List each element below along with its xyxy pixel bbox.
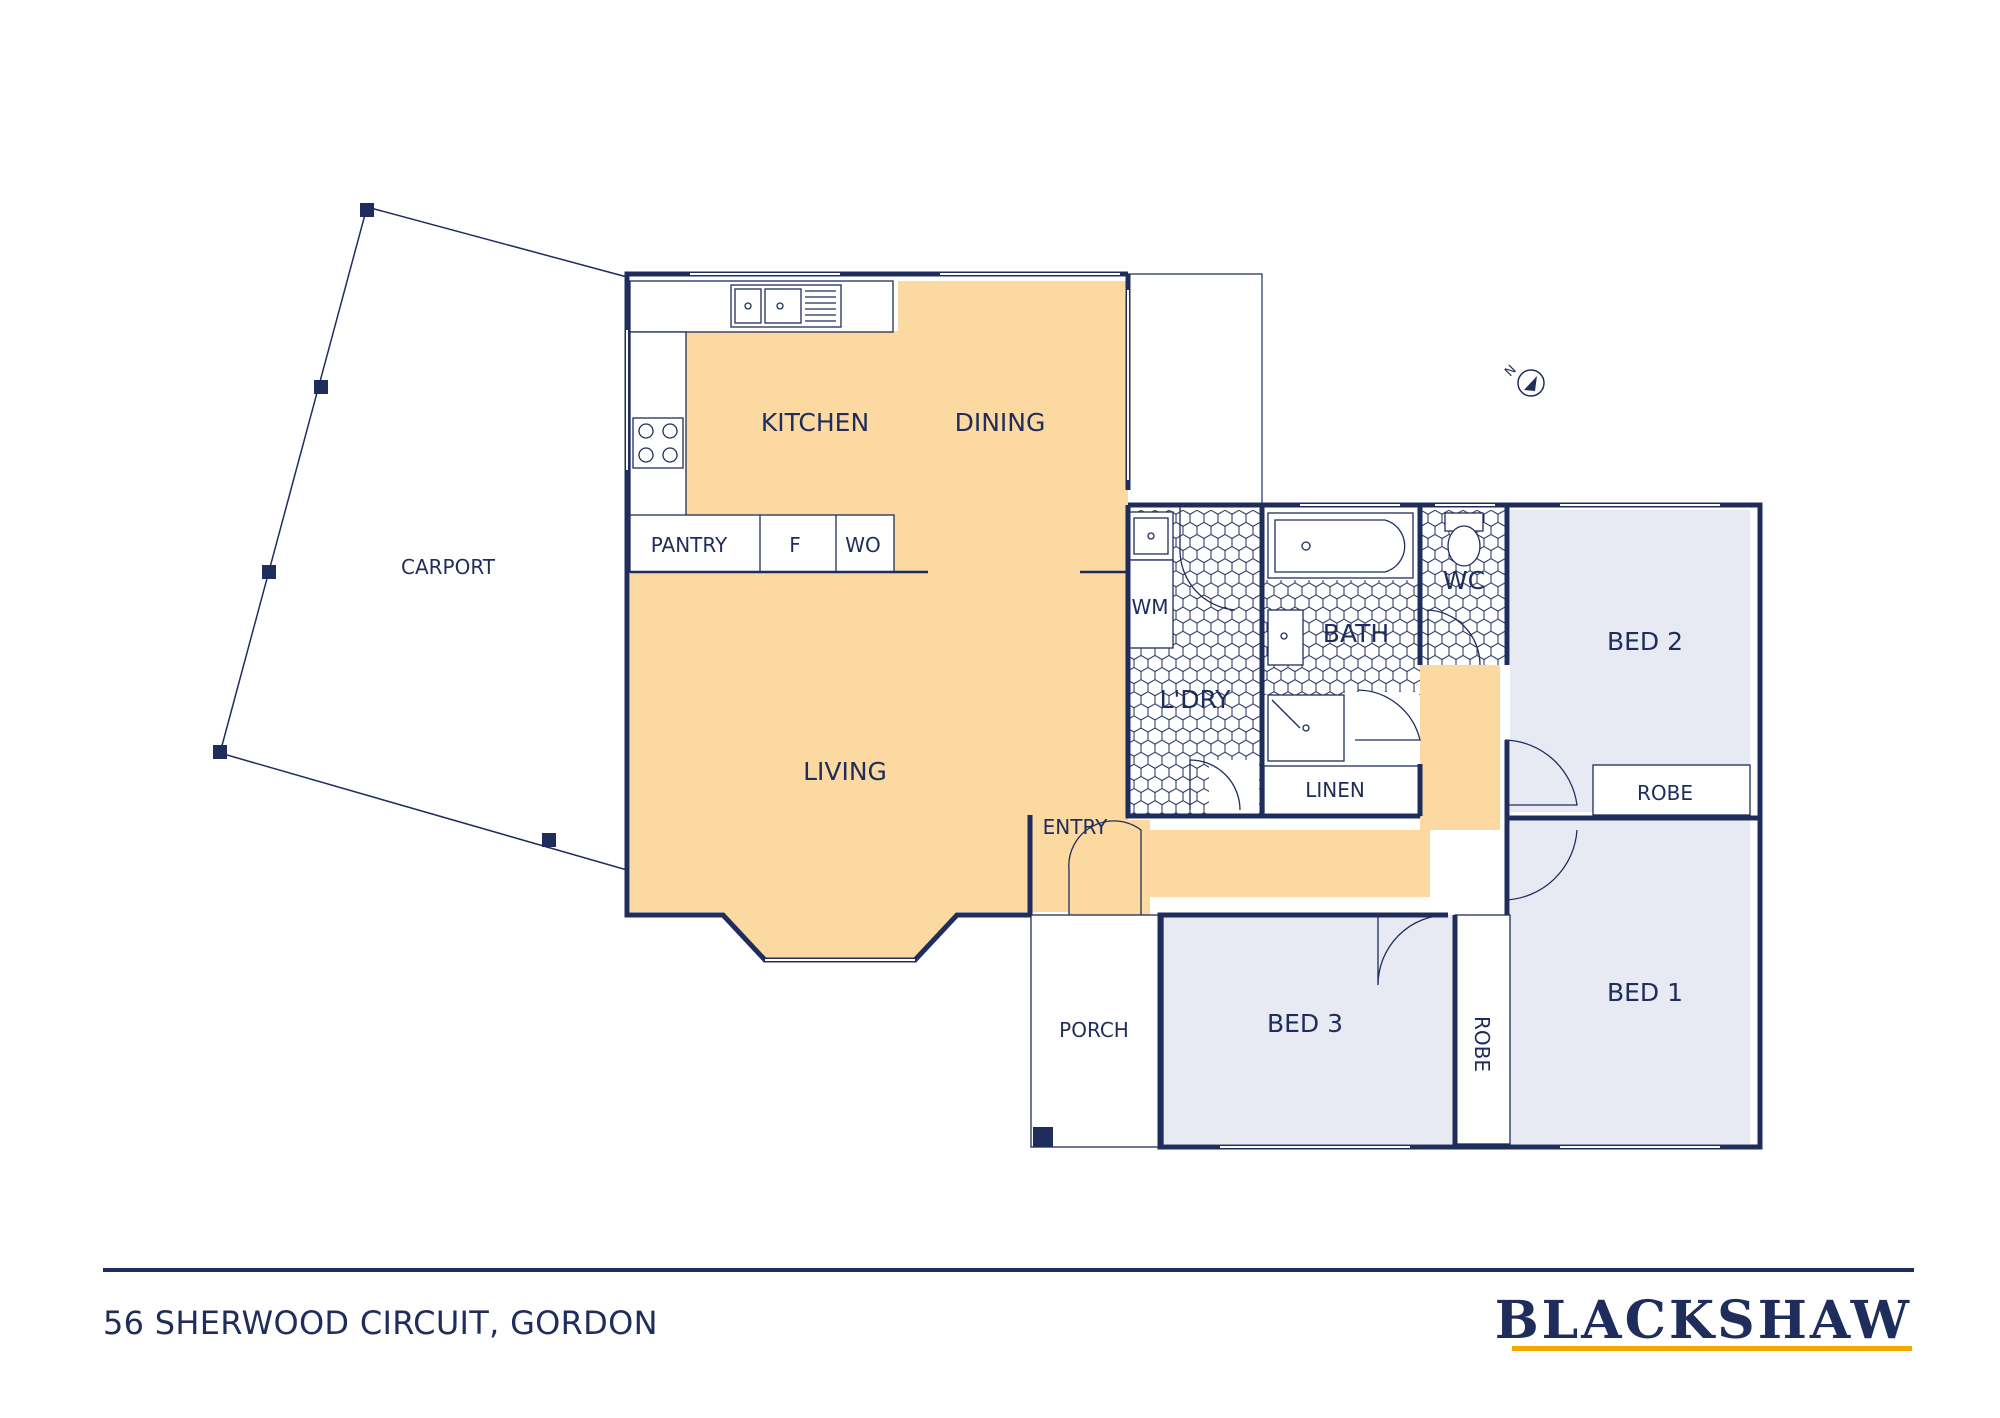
bath-label: BATH xyxy=(1323,619,1389,648)
door-bed2 xyxy=(1504,739,1578,806)
storage-joinery xyxy=(1263,764,1751,1145)
carport-post xyxy=(542,833,556,847)
fridge-label: F xyxy=(789,533,801,557)
living-zone xyxy=(630,281,1500,960)
door-bath xyxy=(1355,689,1421,741)
bed3-area xyxy=(1163,915,1453,1144)
bath-fixtures xyxy=(1267,512,1419,764)
carport-label: CARPORT xyxy=(401,555,496,579)
carport xyxy=(213,203,628,871)
carport-post xyxy=(213,745,227,759)
robe-bed1-label: ROBE xyxy=(1470,1016,1494,1072)
wc-label: WC xyxy=(1443,566,1485,595)
laundry-label: L'DRY xyxy=(1159,685,1231,714)
robe-bed2 xyxy=(1592,764,1751,816)
porch-label: PORCH xyxy=(1059,1018,1129,1042)
north-label: N xyxy=(1502,362,1519,379)
cooktop-icon xyxy=(632,417,684,469)
door-laundry-outer xyxy=(1179,505,1236,611)
door-entry xyxy=(1068,820,1142,915)
footer-divider xyxy=(103,1268,1914,1272)
bedroom-zone xyxy=(1163,510,1750,1144)
bed2-area xyxy=(1510,510,1750,812)
kitchen-label: KITCHEN xyxy=(761,408,869,437)
carport-post xyxy=(314,380,328,394)
carport-post xyxy=(360,203,374,217)
bed3-label: BED 3 xyxy=(1267,1009,1343,1038)
door-laundry xyxy=(1189,759,1241,811)
pantry-label: PANTRY xyxy=(651,533,728,557)
bed2-label: BED 2 xyxy=(1607,627,1683,656)
linen-label: LINEN xyxy=(1305,778,1365,802)
entry-label: ENTRY xyxy=(1043,815,1108,839)
windows xyxy=(626,273,1720,1148)
property-address: 56 SHERWOOD CIRCUIT, GORDON xyxy=(103,1304,658,1342)
bed1-area xyxy=(1510,818,1750,1144)
door-bed1 xyxy=(1504,829,1578,901)
hall-return xyxy=(1420,665,1500,830)
dining-label: DINING xyxy=(955,408,1046,437)
porch xyxy=(1030,914,1164,1148)
north-arrow-icon: N xyxy=(1502,362,1545,397)
brand-underline xyxy=(1512,1346,1912,1351)
bed1-label: BED 1 xyxy=(1607,978,1683,1007)
toilet-icon xyxy=(1444,512,1484,567)
robe-bed2-label: ROBE xyxy=(1637,781,1693,805)
linen-cupboard xyxy=(1263,765,1421,817)
laundry-fixtures xyxy=(1128,511,1259,816)
porch-post xyxy=(1033,1127,1053,1147)
brand-logo: BLACKSHAW xyxy=(1494,1290,1912,1351)
wall-oven-label: WO xyxy=(845,533,881,557)
washing-machine-label: WM xyxy=(1131,595,1168,619)
living-label: LIVING xyxy=(803,757,887,786)
side-court-outline xyxy=(1128,273,1263,505)
sink-icon xyxy=(730,284,842,328)
door-wc xyxy=(1427,609,1481,666)
carport-post xyxy=(262,565,276,579)
